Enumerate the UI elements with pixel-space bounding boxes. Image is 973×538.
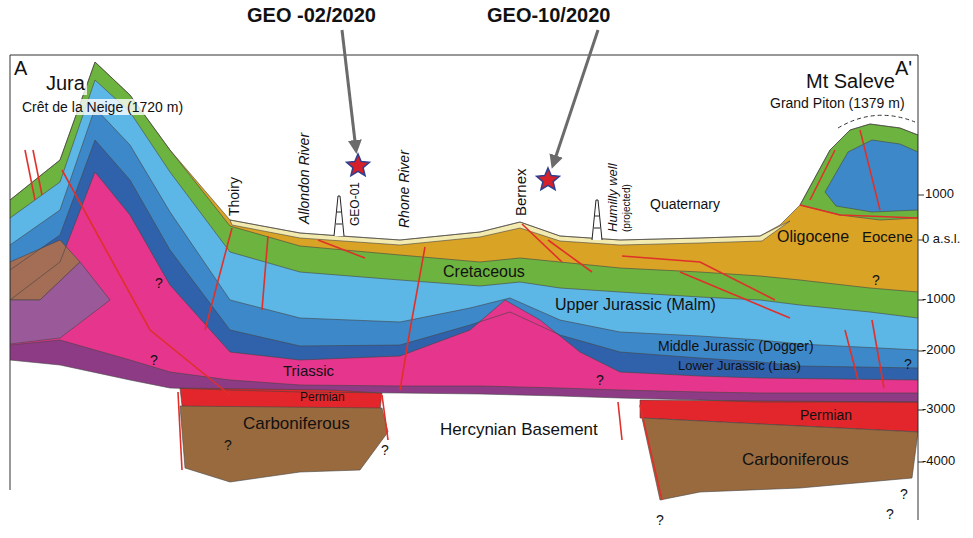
site-label: GEO-01 [349, 182, 363, 226]
layer-boundary [10, 80, 918, 318]
section-label: Hercynian Basement [440, 420, 598, 440]
section-label: GEO-10/2020 [487, 4, 610, 27]
site-label: Bernex [512, 168, 529, 216]
fault-line [548, 240, 592, 272]
section-label: Permian [800, 407, 852, 423]
section-label: 1000 [925, 187, 954, 202]
lias-layer [10, 140, 918, 538]
basement-layer [10, 360, 918, 538]
section-label: 0 a.s.l. [922, 232, 960, 247]
section-label: -3000 [922, 402, 955, 417]
tertiary-layer [10, 62, 918, 538]
fault-line [845, 330, 858, 380]
site-label: Rhone River [396, 150, 412, 228]
section-label: Carboniferous [243, 414, 350, 434]
fault-line [178, 392, 182, 470]
fault-line [522, 224, 562, 262]
fault-line [810, 150, 835, 200]
fault-line [205, 228, 232, 330]
fault-line [640, 405, 662, 500]
section-label: ? [904, 356, 912, 372]
site-label: Allondon River [296, 133, 312, 224]
fault-line [62, 170, 230, 395]
callout-arrow [342, 30, 356, 150]
section-label: Quaternary [650, 196, 720, 212]
depth-axis [918, 55, 919, 520]
section-label: Grand Piton (1379 m) [770, 95, 905, 111]
section-label: ? [155, 275, 163, 291]
eroded-outline [838, 115, 915, 128]
fault-line [618, 402, 622, 440]
callout-arrow [553, 30, 598, 165]
section-label: -2000 [922, 343, 955, 358]
section-label: Eocene [862, 228, 913, 245]
fault-line [860, 130, 880, 210]
section-label: ? [150, 352, 158, 368]
section-label: ? [900, 486, 908, 502]
section-label: -4000 [922, 454, 955, 469]
site-label: (projected) [621, 184, 633, 232]
section-label: ? [872, 272, 880, 288]
section-label: ? [224, 437, 232, 453]
axis-tick [918, 195, 924, 196]
section-label: Oligocene [777, 228, 849, 246]
site-label: Thoiry [226, 177, 242, 216]
section-label: Jura [44, 72, 87, 95]
layer-boundary [10, 62, 918, 292]
fault-line [318, 240, 365, 258]
fault-line [262, 236, 268, 310]
section-label: Crêt de la Neige (1720 m) [20, 99, 185, 115]
layer-boundary [10, 360, 918, 402]
section-label: Cretaceous [443, 263, 525, 281]
section-label: Triassic [283, 362, 334, 379]
carboniferous-layer [642, 418, 918, 500]
quaternary-layer [230, 220, 790, 245]
permian-base-layer [10, 340, 918, 538]
cretaceous-layer [10, 62, 918, 538]
well-star [537, 168, 560, 190]
section-label: -1000 [922, 292, 955, 307]
well-derrick [334, 196, 344, 236]
section-label: GEO -02/2020 [247, 4, 376, 27]
section-label: ? [886, 506, 894, 522]
triassic-layer [10, 172, 918, 538]
frame [10, 55, 918, 490]
layer-boundary [10, 172, 918, 380]
older-layer [10, 262, 110, 344]
section-label: ? [596, 372, 604, 388]
section-label: Upper Jurassic (Malm) [555, 296, 716, 314]
section-label: A [14, 57, 27, 80]
section-label: ? [656, 512, 664, 528]
fault-line [33, 150, 42, 195]
layers [10, 62, 918, 538]
dogger-layer [10, 108, 918, 538]
site-label: Humilly well [606, 163, 621, 232]
section-label: Permian [300, 391, 345, 405]
fault-line [872, 320, 884, 388]
malm-layer [10, 80, 918, 538]
carboniferous-layer [180, 406, 388, 482]
section-label: Lower Jurassic (Lias) [678, 359, 801, 374]
fault-line [382, 395, 388, 440]
section-label: ? [381, 442, 389, 458]
layer-boundary [10, 62, 918, 240]
section-label: A' [895, 57, 912, 80]
fault-line [800, 205, 918, 218]
fault-line [25, 150, 35, 200]
well-star [347, 154, 370, 176]
well-derrick [592, 200, 602, 240]
layer-boundary [10, 108, 918, 350]
fault-line [622, 256, 775, 300]
section-label: Carboniferous [742, 450, 849, 470]
fault-line [400, 247, 425, 390]
section-label: Middle Jurassic (Dogger) [658, 338, 814, 354]
layer-boundary [10, 140, 918, 368]
section-label: Mt Saleve [806, 70, 895, 93]
